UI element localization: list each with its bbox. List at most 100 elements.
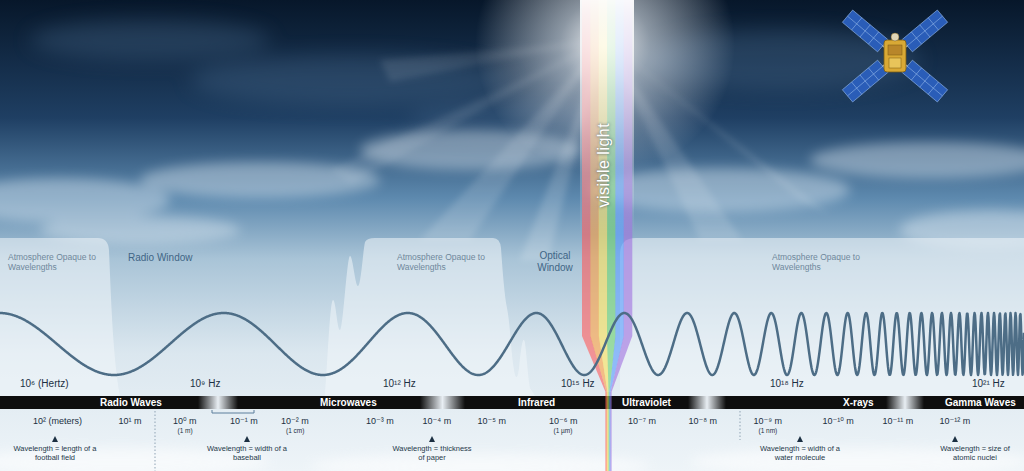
satellite (852, 82, 862, 94)
cloud (360, 130, 580, 170)
dark-cloud (30, 20, 920, 138)
wavelength-label: 10⁻⁴ m (423, 416, 452, 426)
satellite (911, 68, 921, 80)
satellite (902, 10, 948, 52)
spectrum-stripe (606, 392, 607, 471)
dotted-guide (740, 411, 741, 440)
spectrum-stripe (607, 392, 608, 471)
frequency-label: 10⁶ (Hertz) (20, 378, 69, 390)
wavelength-label: 10⁰ m (173, 416, 197, 426)
band-transition (886, 396, 924, 409)
band-name: Ultraviolet (622, 396, 671, 409)
window-label: Radio Window (128, 252, 192, 264)
band-transition (198, 396, 924, 409)
region-shape (325, 238, 535, 396)
band-name: Infrared (518, 396, 555, 409)
wavelength-label: 10⁻² m (281, 416, 309, 426)
satellite (868, 68, 878, 80)
frequency-label: 10¹⁵ Hz (561, 378, 595, 390)
band-transition (198, 396, 238, 409)
satellite (902, 60, 948, 102)
satellite (920, 75, 930, 87)
satellite (868, 32, 878, 44)
satellite (884, 40, 906, 72)
satellite (842, 10, 947, 102)
region-label: Atmosphere Opaque to Wavelengths (397, 252, 493, 272)
wavelength-note: (1 cm) (286, 427, 304, 434)
region-label: Atmosphere Opaque to Wavelengths (772, 252, 868, 272)
light-ray (330, 40, 605, 184)
satellite (889, 58, 901, 68)
sine-wave (0, 313, 1024, 375)
wavelength-note: (1 µm) (554, 427, 573, 434)
wavelength-label: 10² (meters) (33, 416, 82, 426)
wavelength-label: 10⁻⁵ m (478, 416, 507, 426)
scale-marker (952, 436, 958, 442)
band-name: Radio Waves (100, 396, 162, 409)
wavelength-label: 10⁻¹² m (940, 416, 971, 426)
window-label: Optical Window (532, 250, 578, 273)
satellite (842, 10, 888, 52)
scale-marker (52, 436, 58, 442)
satellite (842, 60, 888, 102)
spectrum-stripe (610, 392, 611, 471)
satellite (888, 45, 902, 55)
beam-glow (580, 0, 634, 336)
band-name: Microwaves (320, 396, 377, 409)
band-name: Gamma Waves (945, 396, 1016, 409)
satellite (860, 75, 870, 87)
spectrum-stripe (611, 392, 612, 471)
wavelength-label: 10⁻¹¹ m (883, 416, 914, 426)
frequency-label: 10¹⁸ Hz (770, 378, 804, 390)
satellite (911, 32, 921, 44)
frequency-label: 10¹² Hz (383, 378, 416, 390)
frequency-label: 10²¹ Hz (972, 378, 1005, 390)
cloud (140, 162, 380, 198)
satellite (920, 25, 930, 37)
range-bracket (212, 410, 254, 413)
wavelength-label: 10⁻⁶ m (549, 416, 577, 426)
cloud (810, 142, 1024, 178)
satellite (852, 18, 862, 30)
scale-comparison: Wavelength = width of a water molecule (750, 445, 850, 462)
satellite (928, 18, 938, 30)
cloud (310, 454, 650, 471)
spectrum-stripe (599, 336, 609, 392)
wavelength-label: 10⁻¹⁰ m (823, 416, 854, 426)
band-title: visible light (595, 123, 613, 208)
scale-marker (244, 436, 250, 442)
spectrum-stripe (609, 392, 610, 471)
satellite (891, 33, 899, 41)
band-transition (688, 396, 726, 409)
satellite (848, 16, 943, 96)
wavelength-label: 10¹ m (119, 416, 142, 426)
scale-marker (797, 436, 803, 442)
band-name: X-rays (843, 396, 874, 409)
wavelength-note: (1 m) (178, 427, 193, 434)
wavelength-label: 10⁻⁷ m (628, 416, 656, 426)
scale-comparison: Wavelength = width of a baseball (206, 445, 288, 462)
satellite (848, 16, 943, 96)
frequency-label: 10⁹ Hz (190, 378, 220, 390)
dotted-guide (155, 411, 156, 471)
spectrum-stripe (611, 336, 633, 392)
opaque-region: Atmosphere Opaque to Wavelengths (325, 238, 535, 396)
region-label: Atmosphere Opaque to Wavelengths (8, 252, 102, 272)
spectrum-bar (0, 396, 1024, 409)
satellite (842, 10, 947, 102)
satellite (860, 25, 870, 37)
dark-cloud (30, 20, 270, 60)
satellite (842, 10, 947, 102)
scale-comparison: Wavelength = thickness of paper (391, 445, 473, 462)
scale-comparison: Wavelength = size of atomic nuclei (934, 445, 1016, 462)
wavelength-label: 10⁻¹ m (230, 416, 258, 426)
light-ray (380, 40, 605, 82)
satellite (928, 82, 938, 94)
dotted-guide (155, 411, 740, 471)
wavelength-label: 10⁻³ m (366, 416, 394, 426)
scale-marker (429, 436, 435, 442)
band-transition (420, 396, 465, 409)
wavelength-note: (1 nm) (759, 427, 778, 434)
wavelength-label: 10⁻⁹ m (754, 416, 783, 426)
scale-marker (52, 436, 958, 442)
